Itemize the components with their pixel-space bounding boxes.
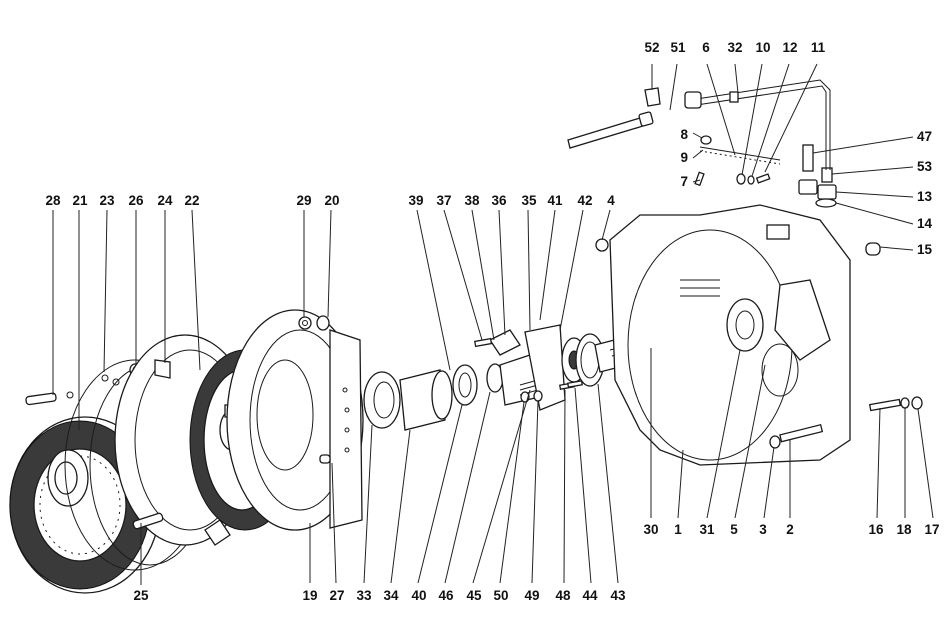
label-45: 45 (466, 588, 482, 603)
dowel-15 (865, 242, 881, 256)
label-29: 29 (296, 193, 311, 208)
label-30: 30 (643, 522, 658, 537)
label-39: 39 (408, 193, 423, 208)
label-5: 5 (730, 522, 738, 537)
label-40: 40 (411, 588, 426, 603)
washer-3 (769, 435, 781, 449)
label-15: 15 (917, 242, 933, 257)
label-12: 12 (782, 40, 797, 55)
pressure-plate (226, 309, 364, 531)
spring-lever (694, 135, 781, 187)
label-24: 24 (157, 193, 173, 208)
bellhousing (595, 204, 851, 466)
clip-52 (644, 87, 661, 107)
label-51: 51 (670, 40, 686, 55)
label-28: 28 (45, 193, 61, 208)
label-33: 33 (356, 588, 372, 603)
label-47: 47 (917, 129, 932, 144)
bolt-2 (779, 423, 824, 443)
label-46: 46 (438, 588, 454, 603)
label-36: 36 (491, 193, 507, 208)
label-19: 19 (302, 588, 317, 603)
washer-29 (298, 316, 312, 330)
label-53: 53 (917, 159, 933, 174)
label-21: 21 (72, 193, 88, 208)
label-1: 1 (674, 522, 682, 537)
slave-cylinder-rod (567, 111, 654, 149)
label-7: 7 (680, 174, 688, 189)
bolt-16 (868, 398, 902, 412)
pins-48-44 (559, 380, 583, 390)
label-49: 49 (524, 588, 539, 603)
label-52: 52 (644, 40, 659, 55)
label-26: 26 (128, 193, 144, 208)
label-42: 42 (577, 193, 592, 208)
label-37: 37 (436, 193, 451, 208)
nut-17 (911, 396, 923, 410)
label-31: 31 (699, 522, 715, 537)
label-25: 25 (133, 588, 149, 603)
nut-20 (316, 315, 330, 331)
label-2: 2 (786, 522, 794, 537)
label-35: 35 (521, 193, 537, 208)
label-14: 14 (917, 216, 933, 231)
part-labels: 28 21 23 26 24 22 29 20 39 37 38 36 35 4… (45, 40, 939, 603)
label-20: 20 (324, 193, 339, 208)
label-44: 44 (582, 588, 598, 603)
label-43: 43 (610, 588, 626, 603)
label-48: 48 (555, 588, 571, 603)
label-17: 17 (924, 522, 939, 537)
bearing-sleeve (399, 369, 453, 431)
label-6: 6 (702, 40, 710, 55)
bearing-40 (452, 364, 478, 406)
leader-lines (52, 63, 934, 585)
label-23: 23 (99, 193, 115, 208)
label-50: 50 (493, 588, 508, 603)
label-9: 9 (680, 150, 688, 165)
bolt-37 (474, 337, 493, 348)
bleed-fitting (798, 144, 837, 208)
stud-28 (25, 392, 57, 406)
label-18: 18 (896, 522, 912, 537)
label-22: 22 (184, 193, 199, 208)
label-4: 4 (607, 193, 615, 208)
release-fork-bracket (489, 324, 566, 411)
hydraulic-pipe (684, 79, 831, 170)
washer-18 (900, 397, 910, 409)
label-8: 8 (680, 127, 688, 142)
label-32: 32 (727, 40, 742, 55)
label-3: 3 (759, 522, 767, 537)
label-27: 27 (329, 588, 344, 603)
label-11: 11 (811, 40, 826, 55)
label-34: 34 (383, 588, 399, 603)
label-16: 16 (868, 522, 884, 537)
label-38: 38 (464, 193, 480, 208)
release-bearing (363, 371, 401, 429)
label-13: 13 (917, 189, 933, 204)
label-10: 10 (755, 40, 770, 55)
label-41: 41 (547, 193, 563, 208)
